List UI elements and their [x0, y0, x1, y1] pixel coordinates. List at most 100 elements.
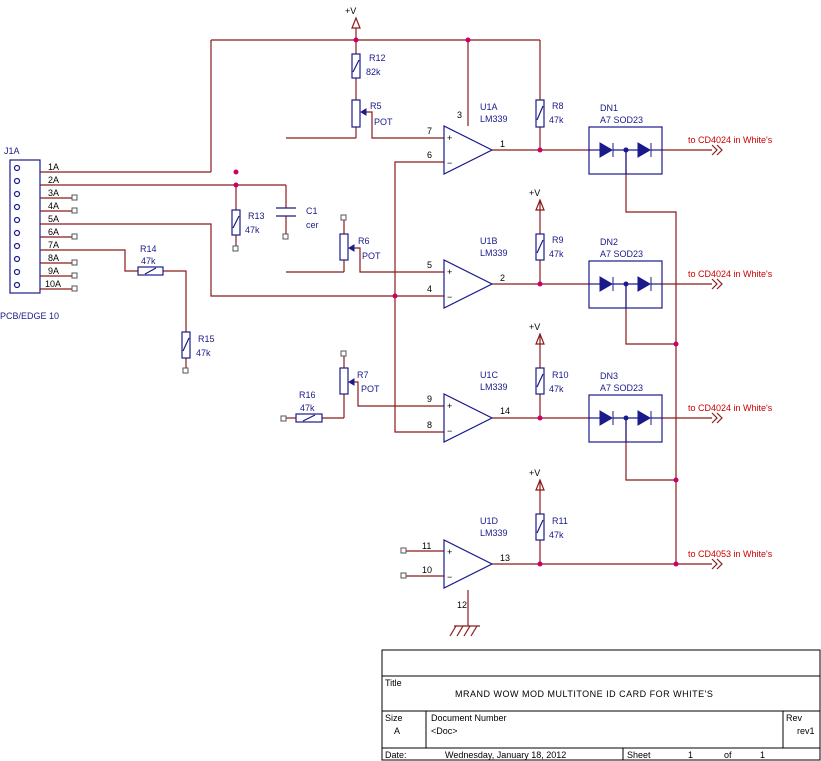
u1b-pin-out: 2 [500, 273, 505, 283]
output-label-2: to CD4024 in White's [688, 269, 773, 279]
u1c-pin-plus: 9 [427, 394, 432, 404]
u1c-pin-minus: 8 [427, 420, 432, 430]
date-label: Date: [385, 750, 407, 760]
u1d-pin-plus: 11 [422, 541, 431, 551]
c1-ref: C1 [306, 206, 318, 216]
junctions [233, 37, 679, 567]
title-label: Title [385, 678, 402, 688]
supply-label-c: +V [529, 322, 540, 332]
r10-value: 47k [549, 384, 564, 394]
pin-4a: 4A [48, 201, 59, 211]
r10-ref: R10 [552, 370, 569, 380]
u1a-part: LM339 [480, 114, 508, 124]
rev-label: Rev [786, 713, 803, 723]
pin-8a: 8A [48, 253, 59, 263]
r14-ref: R14 [140, 244, 157, 254]
u1d-pin-minus: 10 [422, 565, 432, 575]
wires [72, 28, 712, 626]
connector-ref: J1A [4, 146, 20, 156]
supply-label-d: +V [529, 468, 540, 478]
r9-value: 47k [549, 249, 564, 259]
r13-value: 47k [245, 225, 260, 235]
u1a-ref: U1A [480, 102, 498, 112]
sheet-label: Sheet [627, 750, 651, 760]
connector-j1a: J1A PCB/EDGE 10 1A 2A 3A 4A 5A 6A 7A 8A … [0, 146, 78, 321]
u1b-ref: U1B [480, 236, 498, 246]
resistor-bodies [137, 53, 545, 541]
r12-ref: R12 [369, 53, 386, 63]
pin-6a: 6A [48, 227, 59, 237]
date-value: Wednesday, January 18, 2012 [445, 750, 566, 760]
r16-value: 47k [300, 403, 315, 413]
of-label: of [724, 750, 732, 760]
dn2-ref: DN2 [600, 237, 618, 247]
u1d-pin-out: 13 [500, 553, 510, 563]
ground-symbol [449, 625, 480, 637]
u1b-pin-plus: 5 [427, 260, 432, 270]
r5-ref: R5 [370, 101, 382, 111]
r9-ref: R9 [552, 235, 564, 245]
r8-value: 47k [549, 115, 564, 125]
dn1-ref: DN1 [600, 103, 618, 113]
u1c-pin-out: 14 [500, 406, 510, 416]
supply-label-top: +V [345, 6, 356, 16]
u1b-part: LM339 [480, 248, 508, 258]
of-value: 1 [760, 750, 765, 760]
drawing-title: MRAND WOW MOD MULTITONE ID CARD FOR WHIT… [455, 689, 713, 699]
docnum-label: Document Number [431, 713, 507, 723]
r15-value: 47k [196, 348, 211, 358]
u1a-pin-vcc: 3 [457, 110, 462, 120]
docnum-value: <Doc> [431, 726, 458, 736]
r6-ref: R6 [358, 236, 370, 246]
title-block: Title MRAND WOW MOD MULTITONE ID CARD FO… [381, 649, 821, 761]
size-label: Size [385, 713, 403, 723]
svg-text:−: − [447, 572, 452, 582]
r5-value: POT [374, 117, 393, 127]
r12-value: 82k [366, 67, 381, 77]
u1d-pin-gnd: 12 [457, 600, 467, 610]
sheet-value: 1 [688, 750, 693, 760]
svg-text:+: + [447, 401, 452, 411]
dn1-part: A7 SOD23 [600, 115, 643, 125]
r11-value: 47k [549, 530, 564, 540]
pin-9a: 9A [48, 266, 59, 276]
output-label-4: to CD4053 in White's [688, 549, 773, 559]
output-label-1: to CD4024 in White's [688, 135, 773, 145]
comparator-bodies [443, 125, 494, 589]
connector-name: PCB/EDGE 10 [0, 311, 59, 321]
u1d-ref: U1D [480, 516, 499, 526]
capacitor-c1 [276, 207, 296, 217]
svg-text:+: + [447, 267, 452, 277]
supply-label-b: +V [529, 188, 540, 198]
dn3-part: A7 SOD23 [600, 383, 643, 393]
svg-text:+: + [447, 133, 452, 143]
supply-symbols: +V +V +V +V [345, 6, 545, 491]
size-value: A [394, 726, 400, 736]
diode-packages [588, 126, 663, 443]
r15-ref: R15 [198, 334, 215, 344]
u1d-part: LM339 [480, 528, 508, 538]
dn2-part: A7 SOD23 [600, 249, 643, 259]
svg-text:−: − [447, 292, 452, 302]
dn3-ref: DN3 [600, 371, 618, 381]
u1a-pin-plus: 7 [427, 126, 432, 136]
u1c-ref: U1C [480, 370, 499, 380]
u1a-pin-out: 1 [500, 139, 505, 149]
u1a-pin-minus: 6 [427, 150, 432, 160]
svg-text:+: + [447, 547, 452, 557]
r7-value: POT [361, 384, 380, 394]
pin-1a: 1A [48, 162, 59, 172]
r7-ref: R7 [357, 370, 369, 380]
u1c-part: LM339 [480, 382, 508, 392]
output-arrows [711, 144, 723, 570]
pin-5a: 5A [48, 214, 59, 224]
r16-ref: R16 [299, 390, 316, 400]
r6-value: POT [362, 251, 381, 261]
svg-text:−: − [447, 158, 452, 168]
svg-text:−: − [447, 426, 452, 436]
rev-value: rev1 [797, 726, 815, 736]
c1-value: cer [306, 220, 319, 230]
pin-10a: 10A [45, 279, 61, 289]
u1b-pin-minus: 4 [427, 284, 432, 294]
